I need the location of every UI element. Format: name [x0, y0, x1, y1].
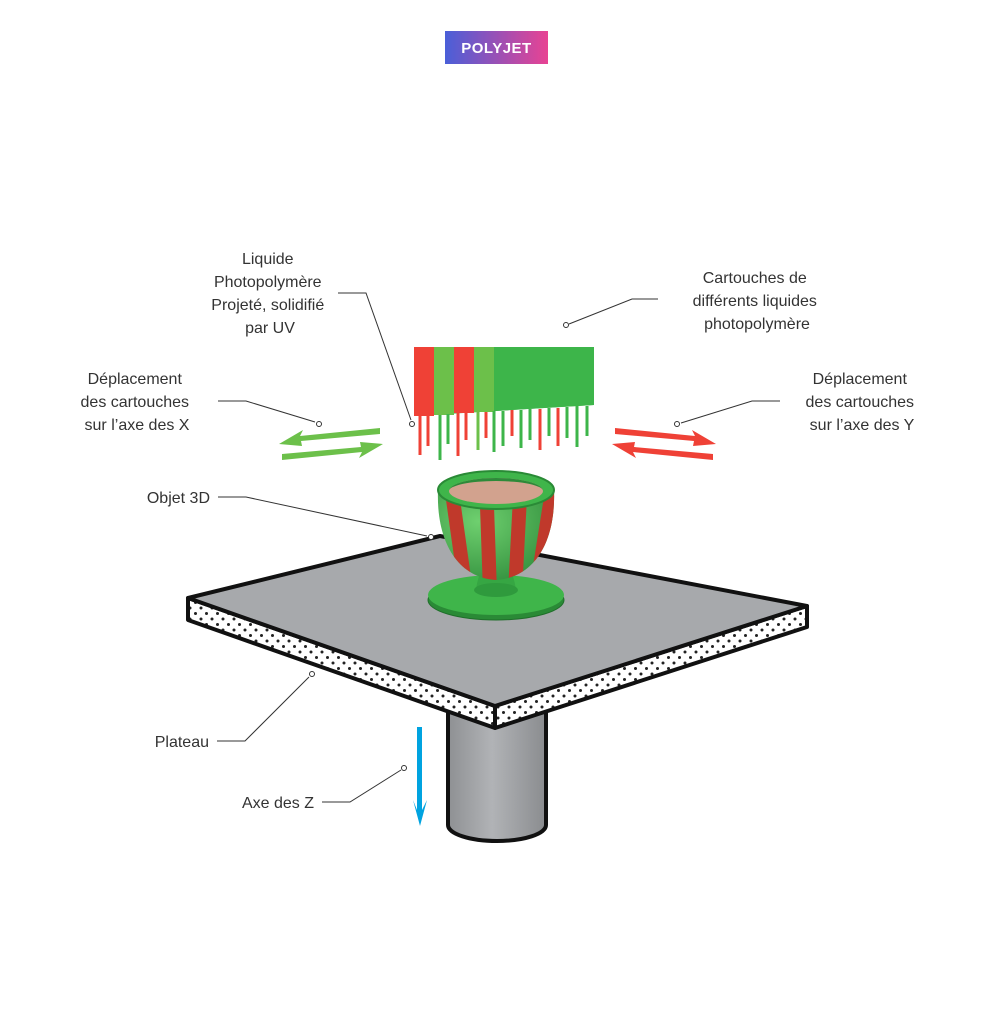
cartridge-head	[414, 347, 594, 416]
build-plate	[186, 534, 809, 730]
label-y-axis-movement: Déplacement des cartouches sur l’axe des…	[806, 371, 919, 434]
label-x-axis-movement: Déplacement des cartouches sur l’axe des…	[81, 371, 194, 434]
label-line: Déplacement	[813, 371, 908, 388]
label-line: Axe des Z	[242, 795, 314, 812]
label-line: Photopolymère	[214, 274, 322, 291]
label-line: Projeté, solidifié	[211, 297, 324, 314]
label-line: par UV	[245, 320, 295, 337]
label-3d-object: Objet 3D	[147, 490, 210, 507]
leader-lines	[217, 292, 780, 803]
label-line: Plateau	[155, 734, 209, 751]
droplet-streams	[418, 406, 589, 460]
badge-text: POLYJET	[461, 40, 531, 57]
label-line: Objet 3D	[147, 490, 210, 507]
label-z-axis: Axe des Z	[242, 795, 314, 812]
label-line: Cartouches de	[703, 270, 807, 287]
polyjet-badge: POLYJET	[445, 31, 548, 64]
label-line: des cartouches	[81, 394, 190, 411]
z-pillar	[446, 688, 548, 843]
label-cartridges: Cartouches de différents liquides photop…	[693, 270, 822, 333]
label-line: différents liquides	[693, 293, 817, 310]
z-axis-arrow	[413, 727, 427, 826]
label-line: photopolymère	[704, 316, 810, 333]
y-axis-arrows	[612, 428, 716, 460]
label-line: Déplacement	[88, 371, 183, 388]
3d-object-cup	[427, 470, 565, 621]
label-plateau: Plateau	[155, 734, 209, 751]
label-line: sur l’axe des X	[85, 417, 190, 434]
label-liquid-photopolymer: Liquide Photopolymère Projeté, solidifié…	[211, 251, 328, 337]
x-axis-arrows	[279, 428, 383, 460]
label-line: sur l’axe des Y	[810, 417, 915, 434]
label-line: des cartouches	[806, 394, 915, 411]
label-line: Liquide	[242, 251, 294, 268]
